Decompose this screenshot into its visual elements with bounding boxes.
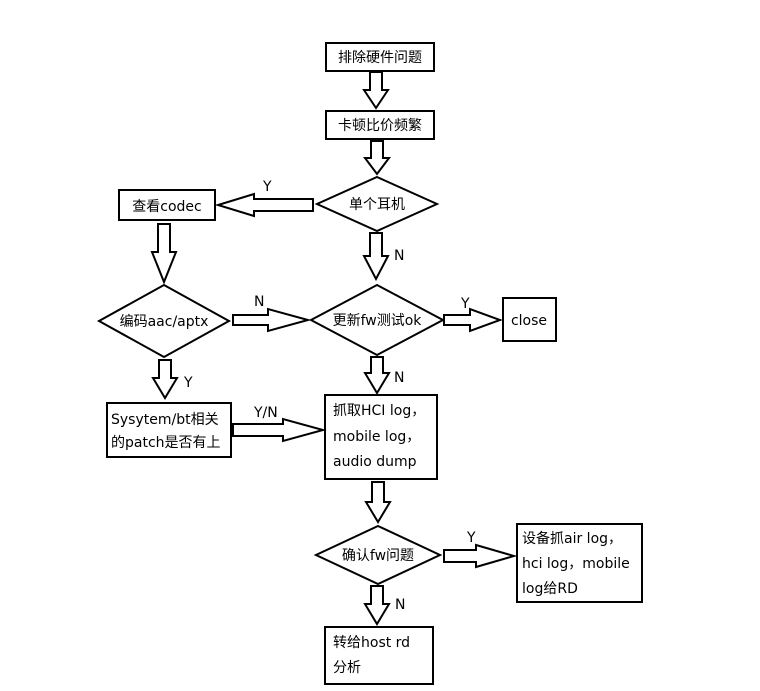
arrow-encode-to-patch xyxy=(151,359,179,400)
edge-label-encode-to-update: N xyxy=(254,294,264,310)
node-close: close xyxy=(502,297,557,342)
arrow-single-ear-to-codec xyxy=(214,192,314,218)
node-device-capture-line-2: hci log，mobile xyxy=(522,556,630,572)
node-patch: Sysytem/bt相关 的patch是否有上 xyxy=(106,402,232,458)
arrow-confirm-to-host xyxy=(363,585,391,626)
edge-label-confirm-to-host: N xyxy=(395,597,405,613)
node-encode-label: 编码aac/aptx xyxy=(120,314,209,330)
node-host-rd-line-2: 分析 xyxy=(333,660,361,676)
arrow-capture-to-confirm xyxy=(364,481,392,524)
node-close-label: close xyxy=(511,313,547,329)
node-host-rd: 转给host rd 分析 xyxy=(324,626,434,685)
node-codec-label: 查看codec xyxy=(132,199,201,215)
arrow-single-ear-to-update xyxy=(362,232,390,282)
node-update-fw-label: 更新fw测试ok xyxy=(333,313,423,329)
arrow-update-to-close xyxy=(443,307,503,333)
node-device-capture: 设备抓air log， hci log，mobile log给RD xyxy=(516,523,643,603)
node-stutter-label: 卡顿比价频繁 xyxy=(338,118,422,134)
node-patch-line-1: Sysytem/bt相关 xyxy=(111,412,219,428)
node-stutter: 卡顿比价频繁 xyxy=(325,110,435,140)
node-device-capture-line-3: log给RD xyxy=(522,581,578,597)
node-confirm-fw-label: 确认fw问题 xyxy=(342,548,414,564)
arrow-patch-to-capture xyxy=(232,417,327,443)
node-update-fw: 更新fw测试ok xyxy=(308,283,446,357)
node-codec: 查看codec xyxy=(118,189,216,221)
edge-label-single-to-update: N xyxy=(394,248,404,264)
node-capture: 抓取HCI log， mobile log， audio dump xyxy=(324,394,438,480)
node-capture-line-2: mobile log， xyxy=(333,429,420,445)
node-host-rd-line-1: 转给host rd xyxy=(333,635,410,651)
arrow-hardware-to-stutter xyxy=(362,71,390,110)
node-hardware: 排除硬件问题 xyxy=(325,42,435,72)
node-patch-line-2: 的patch是否有上 xyxy=(111,435,221,451)
arrow-encode-to-update xyxy=(232,307,312,333)
node-capture-line-1: 抓取HCI log， xyxy=(333,403,425,419)
arrow-stutter-to-single-ear xyxy=(363,140,391,176)
edge-label-encode-to-patch: Y xyxy=(183,375,193,391)
arrow-confirm-to-device xyxy=(443,543,518,569)
node-encode: 编码aac/aptx xyxy=(96,283,232,359)
arrow-codec-to-encode xyxy=(150,223,178,285)
node-hardware-label: 排除硬件问题 xyxy=(338,50,422,66)
edge-label-single-to-codec: Y xyxy=(262,179,272,195)
node-capture-line-3: audio dump xyxy=(333,454,417,470)
node-confirm-fw: 确认fw问题 xyxy=(313,524,443,586)
node-single-ear: 单个耳机 xyxy=(314,175,440,233)
node-device-capture-line-1: 设备抓air log， xyxy=(522,530,622,547)
flow-arrows xyxy=(150,71,518,626)
node-single-ear-label: 单个耳机 xyxy=(349,197,405,213)
edge-label-patch-to-capture: Y/N xyxy=(253,405,278,421)
edge-label-update-to-capture: N xyxy=(394,370,404,386)
edge-label-confirm-to-device: Y xyxy=(466,530,476,546)
edge-label-update-to-close: Y xyxy=(460,296,470,312)
arrow-update-to-capture xyxy=(363,356,391,395)
